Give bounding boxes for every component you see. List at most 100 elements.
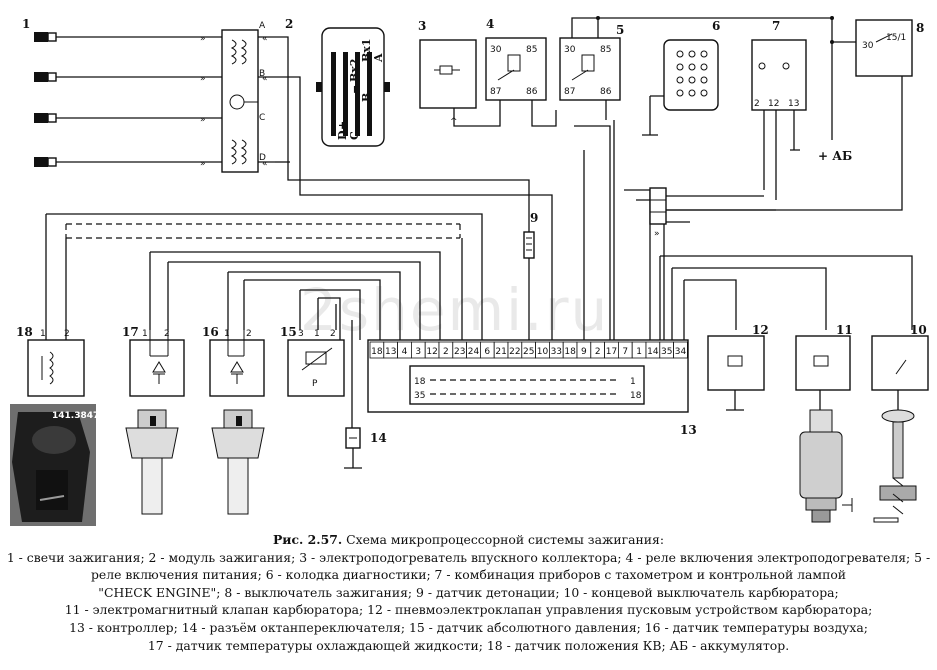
controller-pin-label: 34 <box>675 347 687 357</box>
connector-pin-d: D <box>336 130 349 140</box>
controller-pin-label: 1 <box>636 347 642 357</box>
controller-pin-label: 2 <box>443 347 449 357</box>
switch-15: 15/1 <box>886 33 906 43</box>
ignition-module: 2 A B C D ««« <box>210 17 293 173</box>
controller-row2-left: 35 <box>414 391 425 401</box>
battery-label: + АБ <box>818 149 852 163</box>
connector-pin-b: B <box>360 93 373 102</box>
crank-sensor-photo: 141.3847 <box>10 404 99 526</box>
ignition-switch: 8 30 15/1 + АБ <box>660 16 924 211</box>
watermark: 2shemi.ru <box>300 276 610 344</box>
label-1: 1 <box>22 17 30 31</box>
relay5-30: 30 <box>564 45 576 55</box>
s15-pin-1: 1 <box>314 329 320 339</box>
spark-plug-3 <box>34 113 210 123</box>
svg-text:»: » <box>200 159 206 169</box>
controller-pin-label: 12 <box>426 347 437 357</box>
controller-pin-label: 3 <box>415 347 421 357</box>
wiring-diagram: 1 » » » » 2 A B C <box>10 16 929 526</box>
connector-label-minus: − <box>348 85 361 94</box>
s16-pin-2: 2 <box>246 329 252 339</box>
s17-pin-1: 1 <box>142 329 148 339</box>
controller-pin-label: 4 <box>402 347 408 357</box>
label-11: 11 <box>836 323 853 337</box>
svg-text:«: « <box>262 159 268 169</box>
label-15: 15 <box>280 325 297 339</box>
controller-pin-label: 14 <box>647 347 659 357</box>
caption-line-1: 1 - свечи зажигания; 2 - модуль зажигани… <box>6 549 931 583</box>
carb-limit-switch: 10 <box>871 323 929 523</box>
caption-figure-number: Рис. 2.57. <box>272 532 343 547</box>
heater-relay: 4 30 85 87 86 <box>470 17 557 127</box>
label-17: 17 <box>122 325 139 339</box>
module-connector: + − Вх2 Вх1 D C B A <box>316 27 390 147</box>
spark-plug-2 <box>34 72 210 82</box>
air-temp-sensor: 16 1 2 <box>202 325 265 397</box>
connector-pin-c: C <box>348 131 361 140</box>
relay5-86: 86 <box>600 87 612 97</box>
air-sensor-drawing <box>211 409 265 515</box>
svg-text:»: » <box>200 34 206 44</box>
cluster-pin-12: 12 <box>768 99 779 109</box>
label-14: 14 <box>370 431 387 445</box>
controller-pin-cell <box>673 341 688 359</box>
s17-pin-2: 2 <box>164 329 170 339</box>
caption-line-4: 13 - контроллер; 14 - разъём октанперекл… <box>69 619 868 635</box>
controller-pin-label: 18 <box>564 347 576 357</box>
label-9: 9 <box>530 211 538 225</box>
controller-pin-label: 6 <box>484 347 490 357</box>
intake-heater: 3 ^ <box>418 19 477 127</box>
controller-pin-label: 23 <box>454 347 465 357</box>
harness: » <box>45 76 913 340</box>
controller-row2-right: 18 <box>630 391 642 401</box>
s15-pin-3: 3 <box>298 329 304 339</box>
s18-pin-1: 1 <box>40 329 46 339</box>
label-8: 8 <box>916 21 924 35</box>
svg-text:»: » <box>200 74 206 84</box>
controller-row1-right: 1 <box>630 377 636 387</box>
spark-plug-1 <box>34 32 210 42</box>
module-terminal-c: C <box>259 113 265 123</box>
caption-line-2: "CHECK ENGINE"; 8 - выключатель зажигани… <box>98 584 839 600</box>
connector-label-plus: + <box>336 121 349 130</box>
spark-plug-4 <box>34 157 210 167</box>
relay4-87: 87 <box>490 87 501 97</box>
relay4-85: 85 <box>526 45 537 55</box>
module-terminal-b: B <box>259 69 265 79</box>
svg-text:»: » <box>200 115 206 125</box>
controller-pin-label: 17 <box>606 347 617 357</box>
controller-pin-label: 35 <box>661 347 672 357</box>
controller-pin-label: 24 <box>468 347 480 357</box>
relay5-85: 85 <box>600 45 611 55</box>
label-6: 6 <box>712 19 720 33</box>
label-18: 18 <box>16 325 33 339</box>
controller-row1-left: 18 <box>414 377 426 387</box>
cluster-pin-2: 2 <box>754 99 760 109</box>
module-terminal-a: A <box>259 21 266 31</box>
caption-title-line: Рис. 2.57. Схема микропроцессорной систе… <box>0 531 937 549</box>
s16-pin-1: 1 <box>224 329 230 339</box>
starter-valve: 12 <box>707 323 769 411</box>
controller-pin-label: 25 <box>523 347 534 357</box>
label-13: 13 <box>680 423 697 437</box>
instrument-cluster: 7 2 12 13 <box>751 19 807 200</box>
label-7: 7 <box>772 19 780 33</box>
crank-sensor: 18 1 2 <box>16 325 85 397</box>
map-letter: P <box>312 379 318 389</box>
label-2: 2 <box>285 17 293 31</box>
controller-pin-label: 10 <box>537 347 549 357</box>
s18-pin-2: 2 <box>64 329 70 339</box>
relay4-30: 30 <box>490 45 502 55</box>
controller-pin-label: 13 <box>385 347 396 357</box>
label-10: 10 <box>910 323 927 337</box>
connector-pin-a: A <box>372 53 385 63</box>
carb-solenoid: 11 <box>795 323 853 523</box>
controller-pin-label: 2 <box>595 347 601 357</box>
spark-plugs: 1 » » » » <box>22 17 210 169</box>
relay5-87: 87 <box>564 87 575 97</box>
octane-connector: 14 <box>344 320 387 469</box>
diagnostic-connector: 6 <box>642 19 720 136</box>
coolant-sensor: 17 1 2 <box>122 325 185 397</box>
